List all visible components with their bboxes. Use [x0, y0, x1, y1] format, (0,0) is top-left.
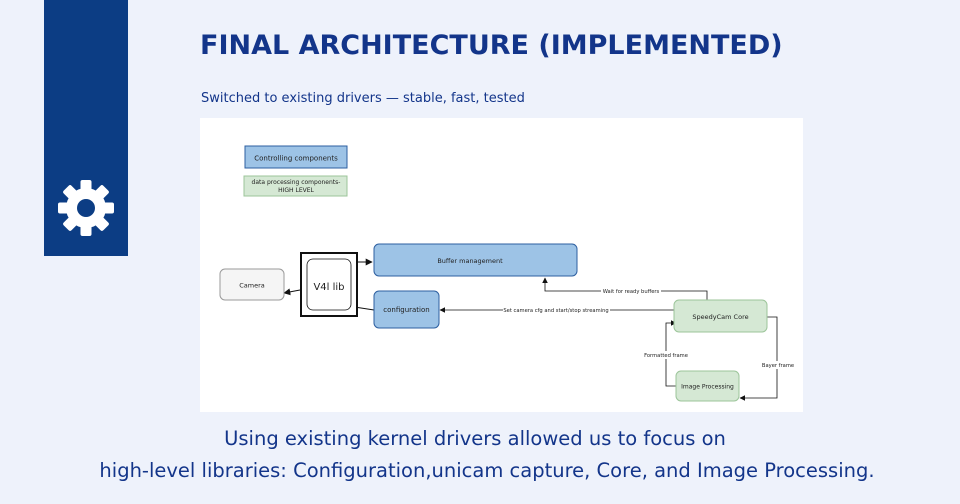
- node-configuration-label: configuration: [383, 306, 429, 314]
- architecture-diagram: Controlling components data processing c…: [200, 118, 803, 412]
- node-core-label: SpeedyCam Core: [692, 313, 748, 321]
- edge-formatted-label: Formatted frame: [644, 353, 688, 359]
- caption-line-1: Using existing kernel drivers allowed us…: [224, 427, 726, 450]
- page-title: FINAL ARCHITECTURE (IMPLEMENTED): [200, 30, 783, 61]
- node-speedycam-core: SpeedyCam Core: [673, 299, 768, 333]
- node-v4l-label: V4l lib: [313, 282, 344, 293]
- legend-processing: data processing components- HIGH LEVEL: [243, 175, 348, 197]
- node-camera: Camera: [219, 268, 285, 301]
- edge-bayer-label: Bayer frame: [762, 363, 794, 369]
- node-v4l-lib: V4l lib: [300, 252, 358, 317]
- edge-core-image: [739, 316, 778, 401]
- node-image-label: Image Processing: [681, 384, 734, 391]
- edge-v4l-camera: [283, 288, 301, 296]
- node-buffer-label: Buffer management: [437, 257, 503, 265]
- caption-line-2: high-level libraries: Configuration,unic…: [99, 459, 875, 482]
- legend-processing-label-1: data processing components-: [252, 179, 341, 186]
- node-buffer-management: Buffer management: [373, 243, 578, 277]
- gear-icon: [56, 178, 116, 238]
- legend-processing-label-2: HIGH LEVEL: [278, 187, 314, 194]
- node-configuration: configuration: [373, 290, 440, 329]
- legend-controlling-label: Controlling components: [254, 155, 338, 163]
- node-image-processing: Image Processing: [675, 370, 740, 402]
- legend-controlling: Controlling components: [244, 145, 348, 169]
- node-camera-label: Camera: [239, 282, 265, 290]
- edge-set-cfg-label: Set camera cfg and start/stop streaming: [503, 308, 608, 314]
- page-subtitle: Switched to existing drivers — stable, f…: [201, 91, 525, 106]
- edge-wait-label: Wait for ready buffers: [603, 289, 660, 295]
